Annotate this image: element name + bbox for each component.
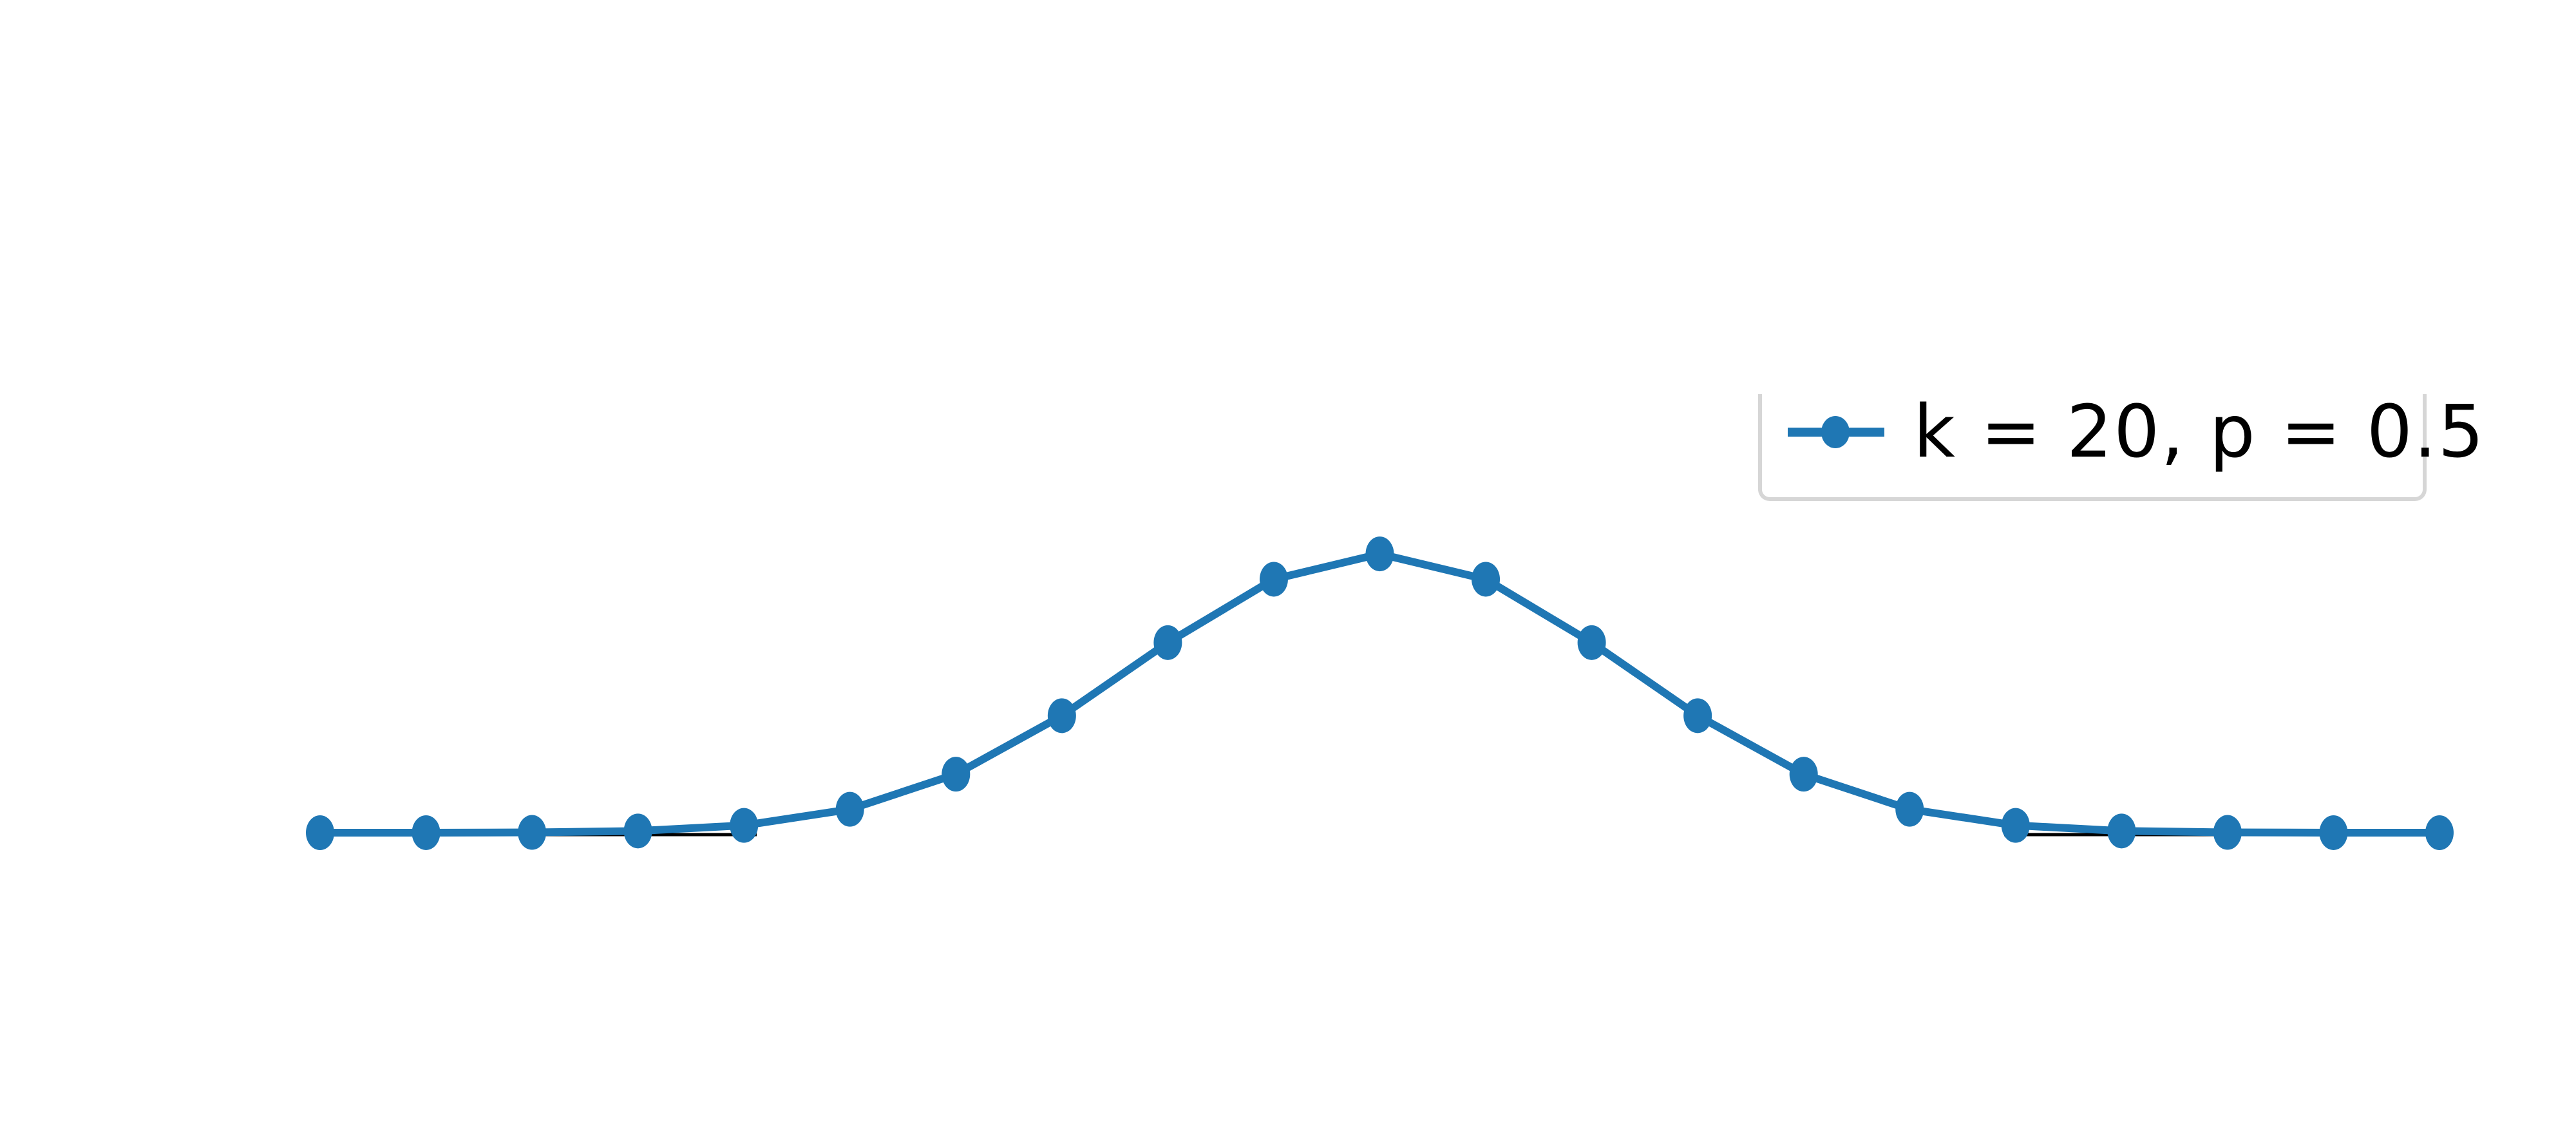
legend-marker-swatch xyxy=(1821,416,1850,448)
data-point xyxy=(412,815,440,850)
data-point xyxy=(1683,698,1712,734)
data-point xyxy=(518,815,547,850)
data-point xyxy=(306,815,334,850)
data-point xyxy=(2107,813,2136,849)
data-point xyxy=(730,808,759,843)
data-point xyxy=(1047,698,1076,734)
data-point xyxy=(835,791,864,827)
data-point xyxy=(1577,625,1606,660)
data-point xyxy=(1895,791,1924,827)
data-point xyxy=(623,813,652,849)
data-point xyxy=(1153,625,1182,660)
legend: k = 20, p = 0.5 xyxy=(1758,390,2484,501)
data-point xyxy=(1472,562,1501,597)
series-line xyxy=(319,550,2440,837)
data-point xyxy=(2213,815,2242,850)
data-point xyxy=(1789,757,1818,792)
data-point xyxy=(1365,536,1394,572)
data-point xyxy=(942,757,971,792)
data-point xyxy=(2001,808,2030,843)
data-point xyxy=(2425,815,2454,850)
data-point xyxy=(1259,562,1288,597)
data-point xyxy=(2319,815,2348,850)
legend-label: k = 20, p = 0.5 xyxy=(1913,390,2485,474)
